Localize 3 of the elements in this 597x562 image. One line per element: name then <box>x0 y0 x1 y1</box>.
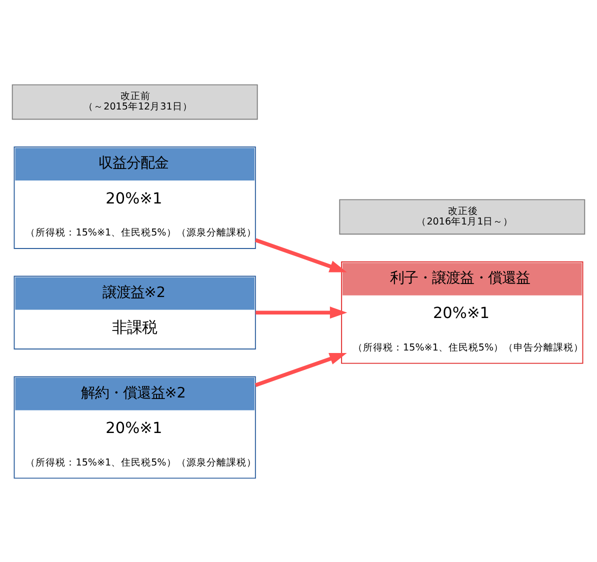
arrow <box>256 306 348 318</box>
arrow <box>254 352 347 386</box>
arrow <box>254 238 347 272</box>
